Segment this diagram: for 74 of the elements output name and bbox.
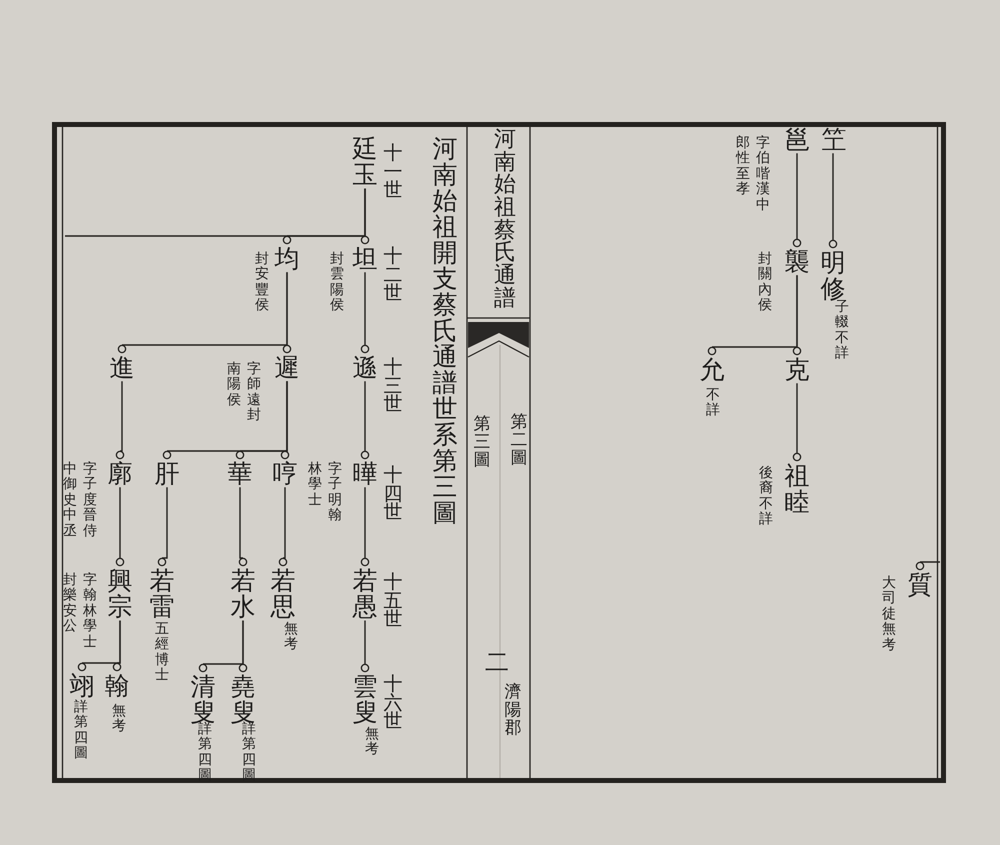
annotation-text: 封安豐侯 bbox=[255, 252, 269, 314]
person-name: 遲 bbox=[274, 345, 300, 382]
figure-number: 第二圖 bbox=[510, 414, 528, 468]
person-name: 祖睦 bbox=[784, 453, 810, 516]
person-name: 興宗 bbox=[108, 558, 132, 620]
person-name: 遜 bbox=[352, 345, 378, 382]
page-heading: 河南始祖開支蔡氏通譜世系第三圖 bbox=[432, 136, 458, 526]
person-name: 肝 bbox=[154, 451, 180, 488]
annotation-text: 無考 bbox=[112, 704, 126, 735]
person-name: 若雷 bbox=[150, 558, 174, 620]
annotation-text: 字伯喈漢中郎性至孝 bbox=[736, 136, 770, 214]
lineage-line bbox=[708, 275, 798, 356]
person-name: 若水 bbox=[230, 558, 256, 620]
lineage-line bbox=[116, 487, 124, 566]
lineage-line bbox=[118, 272, 288, 354]
annotation-text: 後裔不詳 bbox=[759, 466, 773, 528]
person-name: 坦 bbox=[352, 236, 378, 272]
lineage-line bbox=[78, 620, 121, 672]
lineage-line bbox=[158, 487, 168, 566]
lineage-line bbox=[116, 381, 124, 460]
person-name: 笁 bbox=[822, 127, 846, 154]
person-name: 允 bbox=[700, 347, 724, 384]
lineage-line bbox=[278, 487, 288, 566]
generation-label: 十一世 bbox=[384, 144, 402, 200]
figure-number: 第三圖 bbox=[474, 416, 490, 470]
lineage-line bbox=[198, 620, 244, 672]
person-name: 邕 bbox=[784, 127, 810, 154]
lineage-line bbox=[360, 272, 370, 354]
person-name: 若思 bbox=[270, 558, 296, 620]
person-name: 華 bbox=[228, 451, 252, 488]
person-name: 進 bbox=[110, 345, 134, 382]
generation-label: 十二世 bbox=[384, 247, 402, 303]
person-name: 哼 bbox=[272, 451, 298, 488]
annotation-text: 大司徒無考 bbox=[882, 576, 896, 653]
annotation-text: 封關內侯 bbox=[758, 252, 772, 314]
generation-label: 十三世 bbox=[384, 358, 402, 414]
annotation-text: 無考 bbox=[365, 727, 379, 758]
running-title: 河南始祖蔡氏通譜 bbox=[494, 129, 516, 310]
lineage-line bbox=[828, 153, 838, 248]
annotation-text: 字子明翰林學士 bbox=[308, 462, 342, 525]
person-name: 質 bbox=[908, 562, 932, 598]
lineage-line bbox=[162, 381, 288, 460]
person-name: 均 bbox=[274, 236, 300, 272]
lineage-line bbox=[238, 487, 248, 566]
lineage-line bbox=[360, 381, 370, 460]
generation-label: 十六世 bbox=[384, 675, 402, 731]
lineage-line bbox=[792, 383, 802, 462]
person-name: 雲叟 bbox=[352, 664, 378, 726]
generation-label: 十四世 bbox=[384, 466, 402, 522]
place-name: 濟陽郡 bbox=[504, 684, 522, 738]
lineage-line bbox=[360, 620, 370, 672]
lineage-line bbox=[65, 188, 366, 237]
annotation-text: 子輟不詳 bbox=[835, 300, 849, 362]
generation-label: 十五世 bbox=[384, 573, 402, 629]
lineage-line bbox=[916, 561, 940, 570]
annotation-text: 五經博士 bbox=[155, 622, 169, 684]
person-name: 曄 bbox=[352, 451, 378, 488]
annotation-text: 不詳 bbox=[706, 388, 720, 419]
person-name: 廷玉 bbox=[352, 136, 378, 188]
annotation-text: 字師遠封南陽侯 bbox=[227, 362, 261, 425]
annotation-text: 封雲陽侯 bbox=[330, 252, 344, 314]
person-name: 廓 bbox=[108, 451, 132, 488]
person-name: 克 bbox=[784, 347, 810, 384]
person-name: 襲 bbox=[784, 239, 810, 276]
annotation-text: 字子度晉侍中御史中丞 bbox=[63, 462, 97, 540]
person-name: 翊 bbox=[70, 663, 94, 700]
annotation-text: 字翰林學士封樂安公 bbox=[63, 573, 97, 651]
annotation-text: 詳第四圖 bbox=[74, 700, 88, 762]
page-number: 二 bbox=[485, 650, 509, 674]
person-name: 若愚 bbox=[352, 558, 378, 620]
annotation-text: 無考 bbox=[284, 622, 298, 653]
lineage-line bbox=[360, 487, 370, 566]
person-name: 翰 bbox=[104, 663, 130, 700]
lineage-line bbox=[792, 153, 802, 248]
